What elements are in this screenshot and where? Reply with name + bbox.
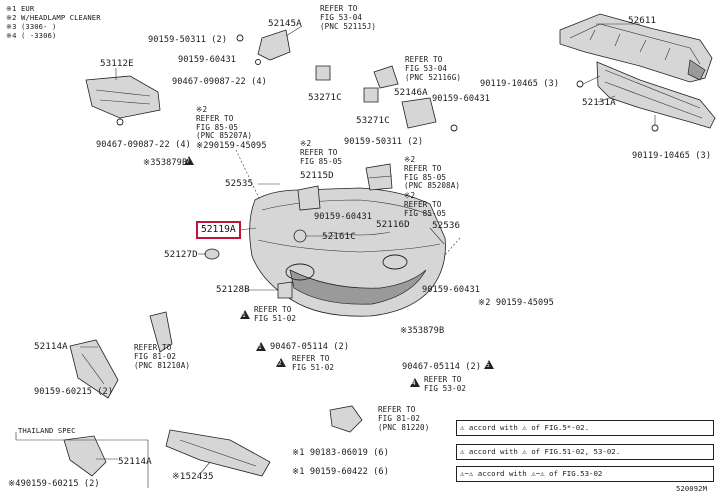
legend-line-3: ※3 (3306- ) <box>6 22 57 31</box>
part-label[interactable]: 52146A <box>394 87 428 98</box>
refer-to-fig-81-02-b[interactable]: REFER TO FIG 81-02 (PNC 81220) <box>378 405 430 432</box>
part-label[interactable]: 52114A <box>34 341 68 352</box>
part-label-prefixed[interactable]: ※490159-60215 (2) <box>8 479 100 489</box>
energy-absorber-52611 <box>559 13 713 83</box>
diagram-code: 520092M <box>676 484 707 493</box>
part-label[interactable]: 90467-09087-22 (4) <box>172 77 267 87</box>
part-label[interactable]: 52116D <box>376 219 410 230</box>
caution-triangle-icon: 5 <box>484 360 494 369</box>
leader-lines <box>80 23 640 475</box>
part-label[interactable]: 52145A <box>268 18 302 29</box>
part-label[interactable]: 90467-09087-22 (4) <box>96 140 191 150</box>
retainer-52115D <box>297 185 321 211</box>
part-label[interactable]: 52127D <box>164 249 198 260</box>
highlighted-part-52119A[interactable]: 52119A <box>196 221 241 239</box>
caution-triangle-icon: 4 <box>410 378 420 387</box>
note-box-1: ⚠ accord with ⚠ of FIG.5*-02. <box>456 420 714 436</box>
part-label[interactable]: 90159-60215 (2) <box>34 387 114 397</box>
refer-to-fig-51-02-a[interactable]: REFER TO FIG 51-02 <box>254 305 297 323</box>
part-label[interactable]: 90119-10465 (3) <box>632 151 712 161</box>
part-label[interactable]: 90159-50311 (2) <box>148 35 228 45</box>
undercover-53112E <box>85 75 161 126</box>
cover-52128B <box>277 281 293 299</box>
legend-line-2: ※2 W/HEADLAMP CLEANER <box>6 13 101 22</box>
bracket-left-mount <box>149 311 173 353</box>
refer-to-fig-85-05-d[interactable]: ※2 REFER TO FIG 85-05 <box>404 191 447 218</box>
part-label[interactable]: 52536 <box>432 220 461 231</box>
caution-triangle-icon: ⚠ <box>460 423 469 432</box>
part-label[interactable]: 90119-10465 (3) <box>480 79 560 89</box>
part-label-prefixed[interactable]: ※290159-45095 <box>196 141 267 151</box>
part-label[interactable]: 52131A <box>582 97 616 108</box>
refer-to-fig-85-05-a[interactable]: ※2 REFER TO FIG 85-05 (PNC 85207A) <box>196 105 253 141</box>
part-label[interactable]: 52535 <box>225 178 254 189</box>
side-spoiler-52114A <box>69 339 119 399</box>
note-box-2: ⚠ accord with ⚠ of FIG.51-02, 53-02. <box>456 444 714 460</box>
caution-triangle-icon: 2 <box>276 358 286 367</box>
caution-triangle-icon: 1 <box>256 342 266 351</box>
part-label[interactable]: 52611 <box>628 15 657 26</box>
cover-52127D <box>204 248 220 260</box>
refer-to-fig-53-02[interactable]: REFER TO FIG 53-02 <box>424 375 467 393</box>
refer-to-fig-85-05-b[interactable]: ※2 REFER TO FIG 85-05 <box>300 139 343 166</box>
lower-panel-52435 <box>165 429 271 477</box>
part-label-prefixed[interactable]: ※152435 <box>172 471 214 482</box>
part-label[interactable]: 90467-05114 (2) <box>270 342 350 352</box>
part-label[interactable]: 90159-60431 <box>178 55 237 65</box>
caution-triangle-icon: 1 <box>240 310 250 319</box>
part-label[interactable]: 90159-50311 (2) <box>344 137 424 147</box>
part-label[interactable]: 52114A <box>118 456 152 467</box>
caution-triangle-icon: ⚠ <box>460 447 469 456</box>
part-label[interactable]: 52128B <box>216 284 250 295</box>
refer-to-fig-53-04-b[interactable]: REFER TO FIG 53-04 (PNC 52116G) <box>405 55 462 82</box>
bumper-reinforcement-52131A <box>576 61 716 132</box>
part-label[interactable]: 52161C <box>322 231 356 242</box>
part-label-prefixed[interactable]: ※353879B <box>143 158 188 168</box>
refer-to-fig-53-04-a[interactable]: REFER TO FIG 53-04 (PNC 52115J) <box>320 4 377 31</box>
bracket-52146A <box>373 65 458 132</box>
refer-to-fig-81-02-a[interactable]: REFER TO FIG 81-02 (PNC 81210A) <box>134 343 191 370</box>
legend-line-1: ※1 EUR <box>6 4 35 13</box>
part-label[interactable]: 53271C <box>356 115 390 126</box>
bumper-cover-52119A <box>249 187 446 317</box>
retainer-53271C <box>315 65 379 103</box>
note-box-3: ⚠~⚠ accord with ⚠~⚠ of FIG.53-02 <box>456 466 714 482</box>
fog-lamp-assembly <box>329 405 363 433</box>
part-label[interactable]: 90467-05114 (2) <box>402 362 482 372</box>
part-label[interactable]: 52115D <box>300 170 334 181</box>
bracket-52145A <box>236 29 291 65</box>
part-label-prefixed[interactable]: ※1 90183-06019 (6) <box>292 448 389 458</box>
legend-line-4: ※4 ( -3306) <box>6 31 57 40</box>
part-label[interactable]: 53112E <box>100 58 134 69</box>
thailand-spec-label: THAILAND SPEC <box>18 426 76 435</box>
cover-52161C <box>293 229 307 243</box>
part-label[interactable]: 90159-60431 <box>314 212 373 222</box>
part-label-prefixed[interactable]: ※1 90159-60422 (6) <box>292 467 389 477</box>
refer-to-fig-85-05-c[interactable]: ※2 REFER TO FIG 85-05 (PNC 85208A) <box>404 155 461 191</box>
refer-to-fig-51-02-b[interactable]: REFER TO FIG 51-02 <box>292 354 335 372</box>
part-label[interactable]: 90159-60431 <box>432 94 491 104</box>
side-spoiler-52114A-thailand <box>63 435 107 477</box>
thailand-spec-bracket <box>15 432 149 488</box>
part-label-prefixed[interactable]: ※2 90159-45095 <box>478 298 554 308</box>
caution-triangle-icon: 7 <box>184 156 194 165</box>
part-label-prefixed[interactable]: ※353879B <box>400 326 445 336</box>
part-label[interactable]: 53271C <box>308 92 342 103</box>
part-label[interactable]: 90159-60431 <box>422 285 481 295</box>
